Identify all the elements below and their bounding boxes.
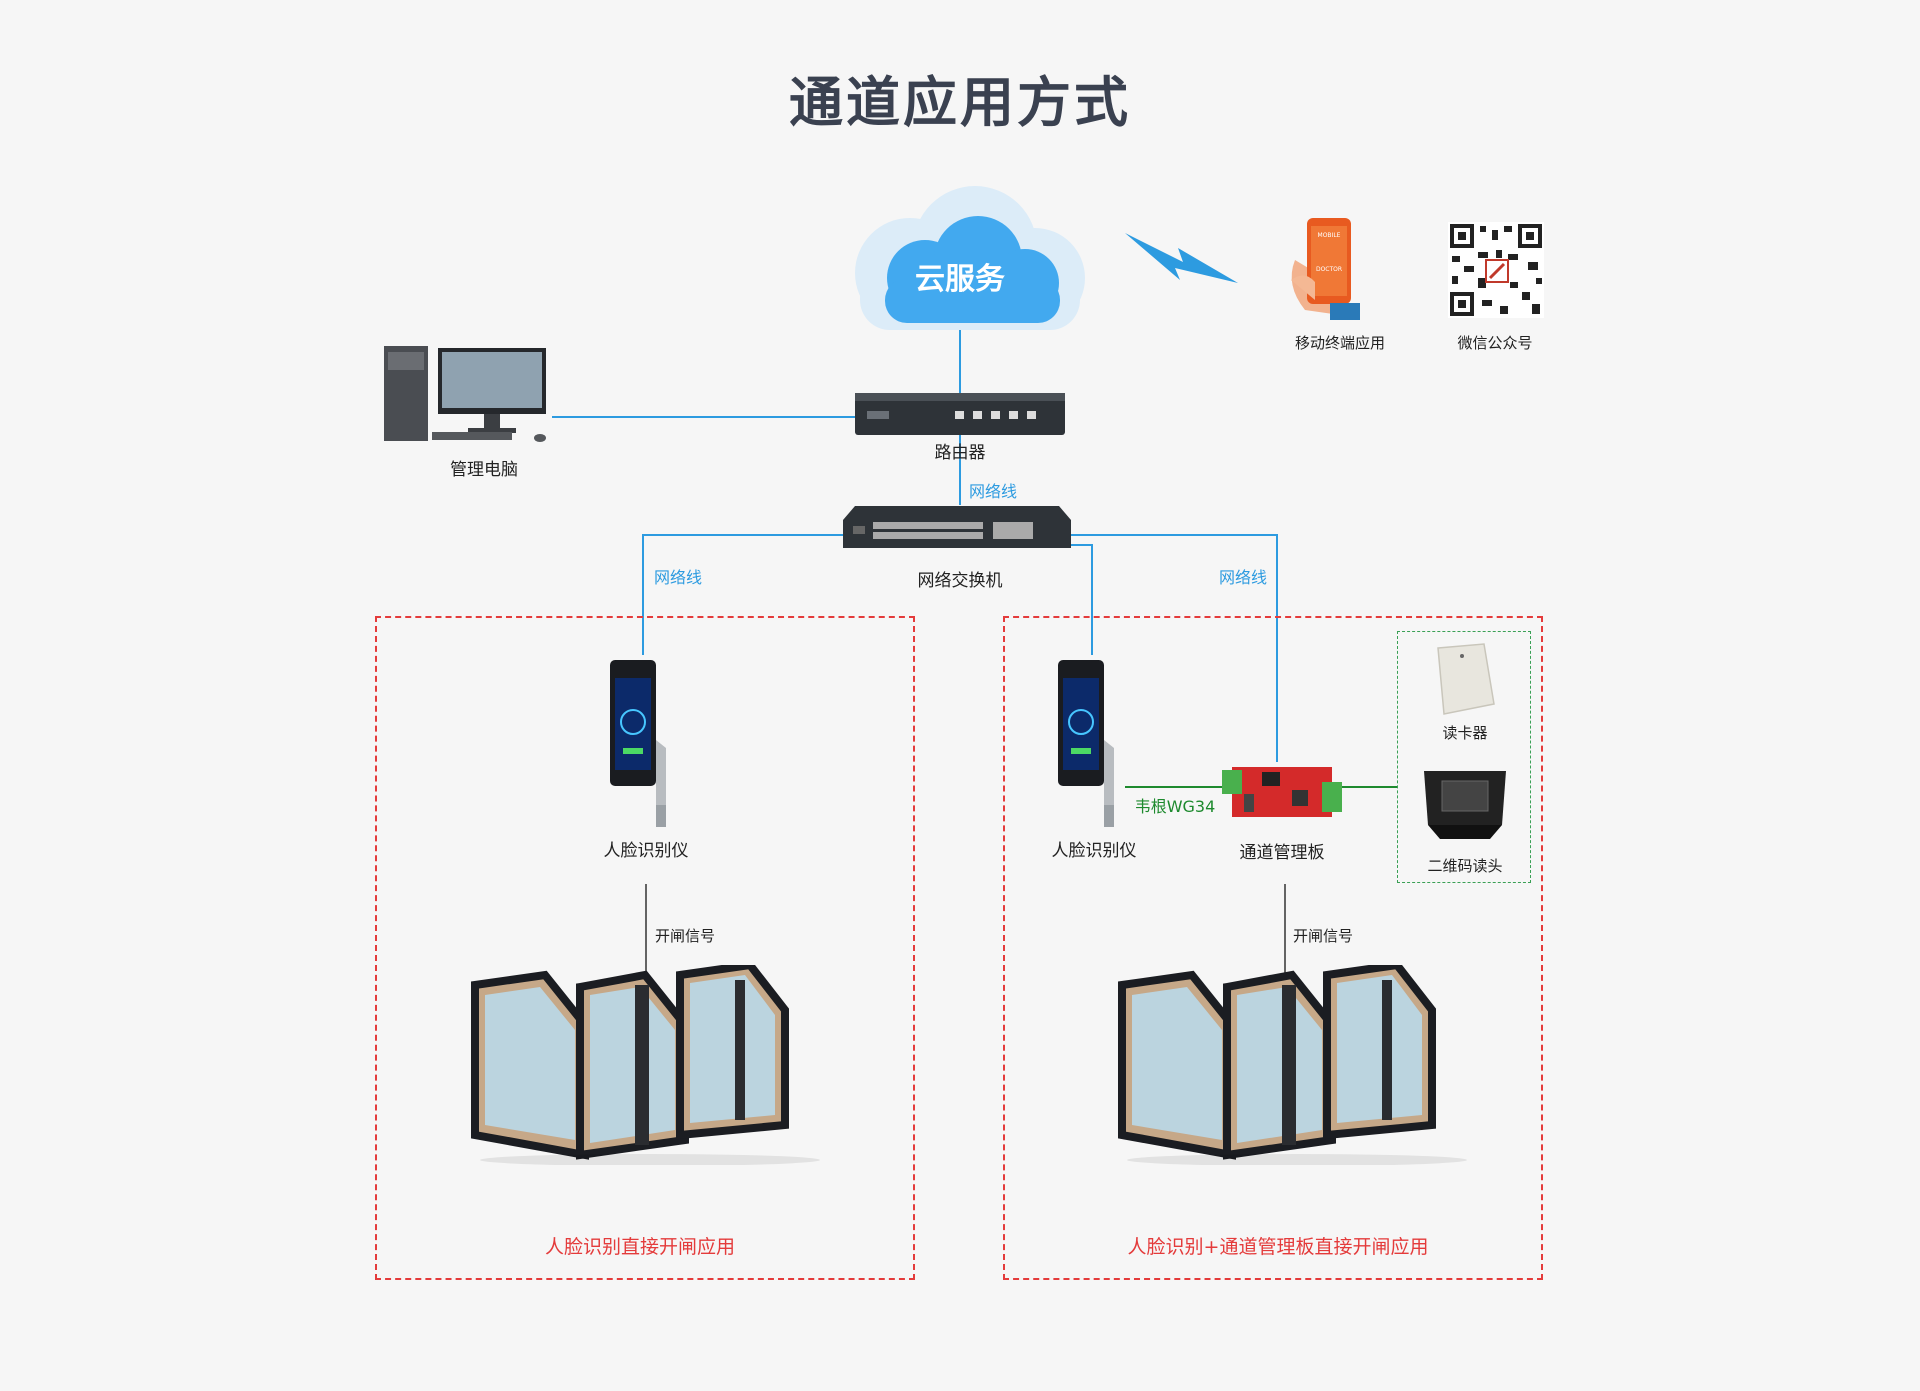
pc-label: 管理电脑	[450, 460, 518, 480]
right-face-device-label: 人脸识别仪	[1051, 841, 1137, 861]
switch-label: 网络交换机	[917, 571, 1003, 591]
left-turnstile-gates	[471, 965, 820, 1165]
switch-board-cable	[1070, 534, 1278, 762]
qr-reader-label: 二维码读头	[1427, 857, 1503, 875]
wiegand-label: 韦根WG34	[1134, 797, 1216, 816]
right-zone	[1003, 616, 1543, 1280]
right-zone-caption: 人脸识别+通道管理板直接开闸应用	[1127, 1236, 1429, 1258]
mobile-label: 移动终端应用	[1294, 334, 1386, 352]
left-face-device-label: 人脸识别仪	[603, 841, 689, 861]
management-pc-icon	[384, 346, 546, 442]
board-label: 通道管理板	[1239, 843, 1325, 863]
right-turnstile-gates	[1118, 965, 1467, 1165]
wechat-qr-icon	[1448, 222, 1544, 318]
router-label: 路由器	[934, 443, 986, 463]
router-icon	[855, 393, 1065, 435]
network-switch-icon	[843, 506, 1071, 548]
control-board-icon	[1222, 767, 1342, 817]
card-reader-label: 读卡器	[1442, 724, 1488, 742]
right-face-device-icon	[1058, 660, 1114, 827]
cloud-icon	[855, 186, 1085, 330]
left-face-device-icon	[610, 660, 666, 827]
switch-right-face-cable	[1070, 544, 1093, 655]
reader-group	[1397, 631, 1531, 883]
right-cable-label: 网络线	[1218, 568, 1268, 587]
left-zone-caption: 人脸识别直接开闸应用	[544, 1236, 736, 1258]
mobile-screen-line1: MOBILE	[1317, 232, 1341, 239]
card-reader-icon	[1437, 643, 1495, 715]
cloud-label: 云服务	[915, 262, 1005, 297]
wireless-bolt	[1125, 233, 1238, 283]
left-cable-label: 网络线	[653, 568, 703, 587]
left-zone	[375, 616, 915, 1280]
left-signal-label: 开闸信号	[654, 927, 716, 945]
mobile-screen-line2: DOCTOR	[1315, 266, 1343, 273]
wechat-label: 微信公众号	[1457, 334, 1533, 352]
qr-reader-icon	[1424, 771, 1506, 839]
right-signal-label: 开闸信号	[1292, 927, 1354, 945]
switch-left-cable	[642, 534, 848, 655]
router-switch-cable-label: 网络线	[968, 482, 1018, 501]
mobile-app-icon: MOBILE DOCTOR	[1285, 210, 1365, 324]
page-title: 通道应用方式	[789, 71, 1131, 134]
